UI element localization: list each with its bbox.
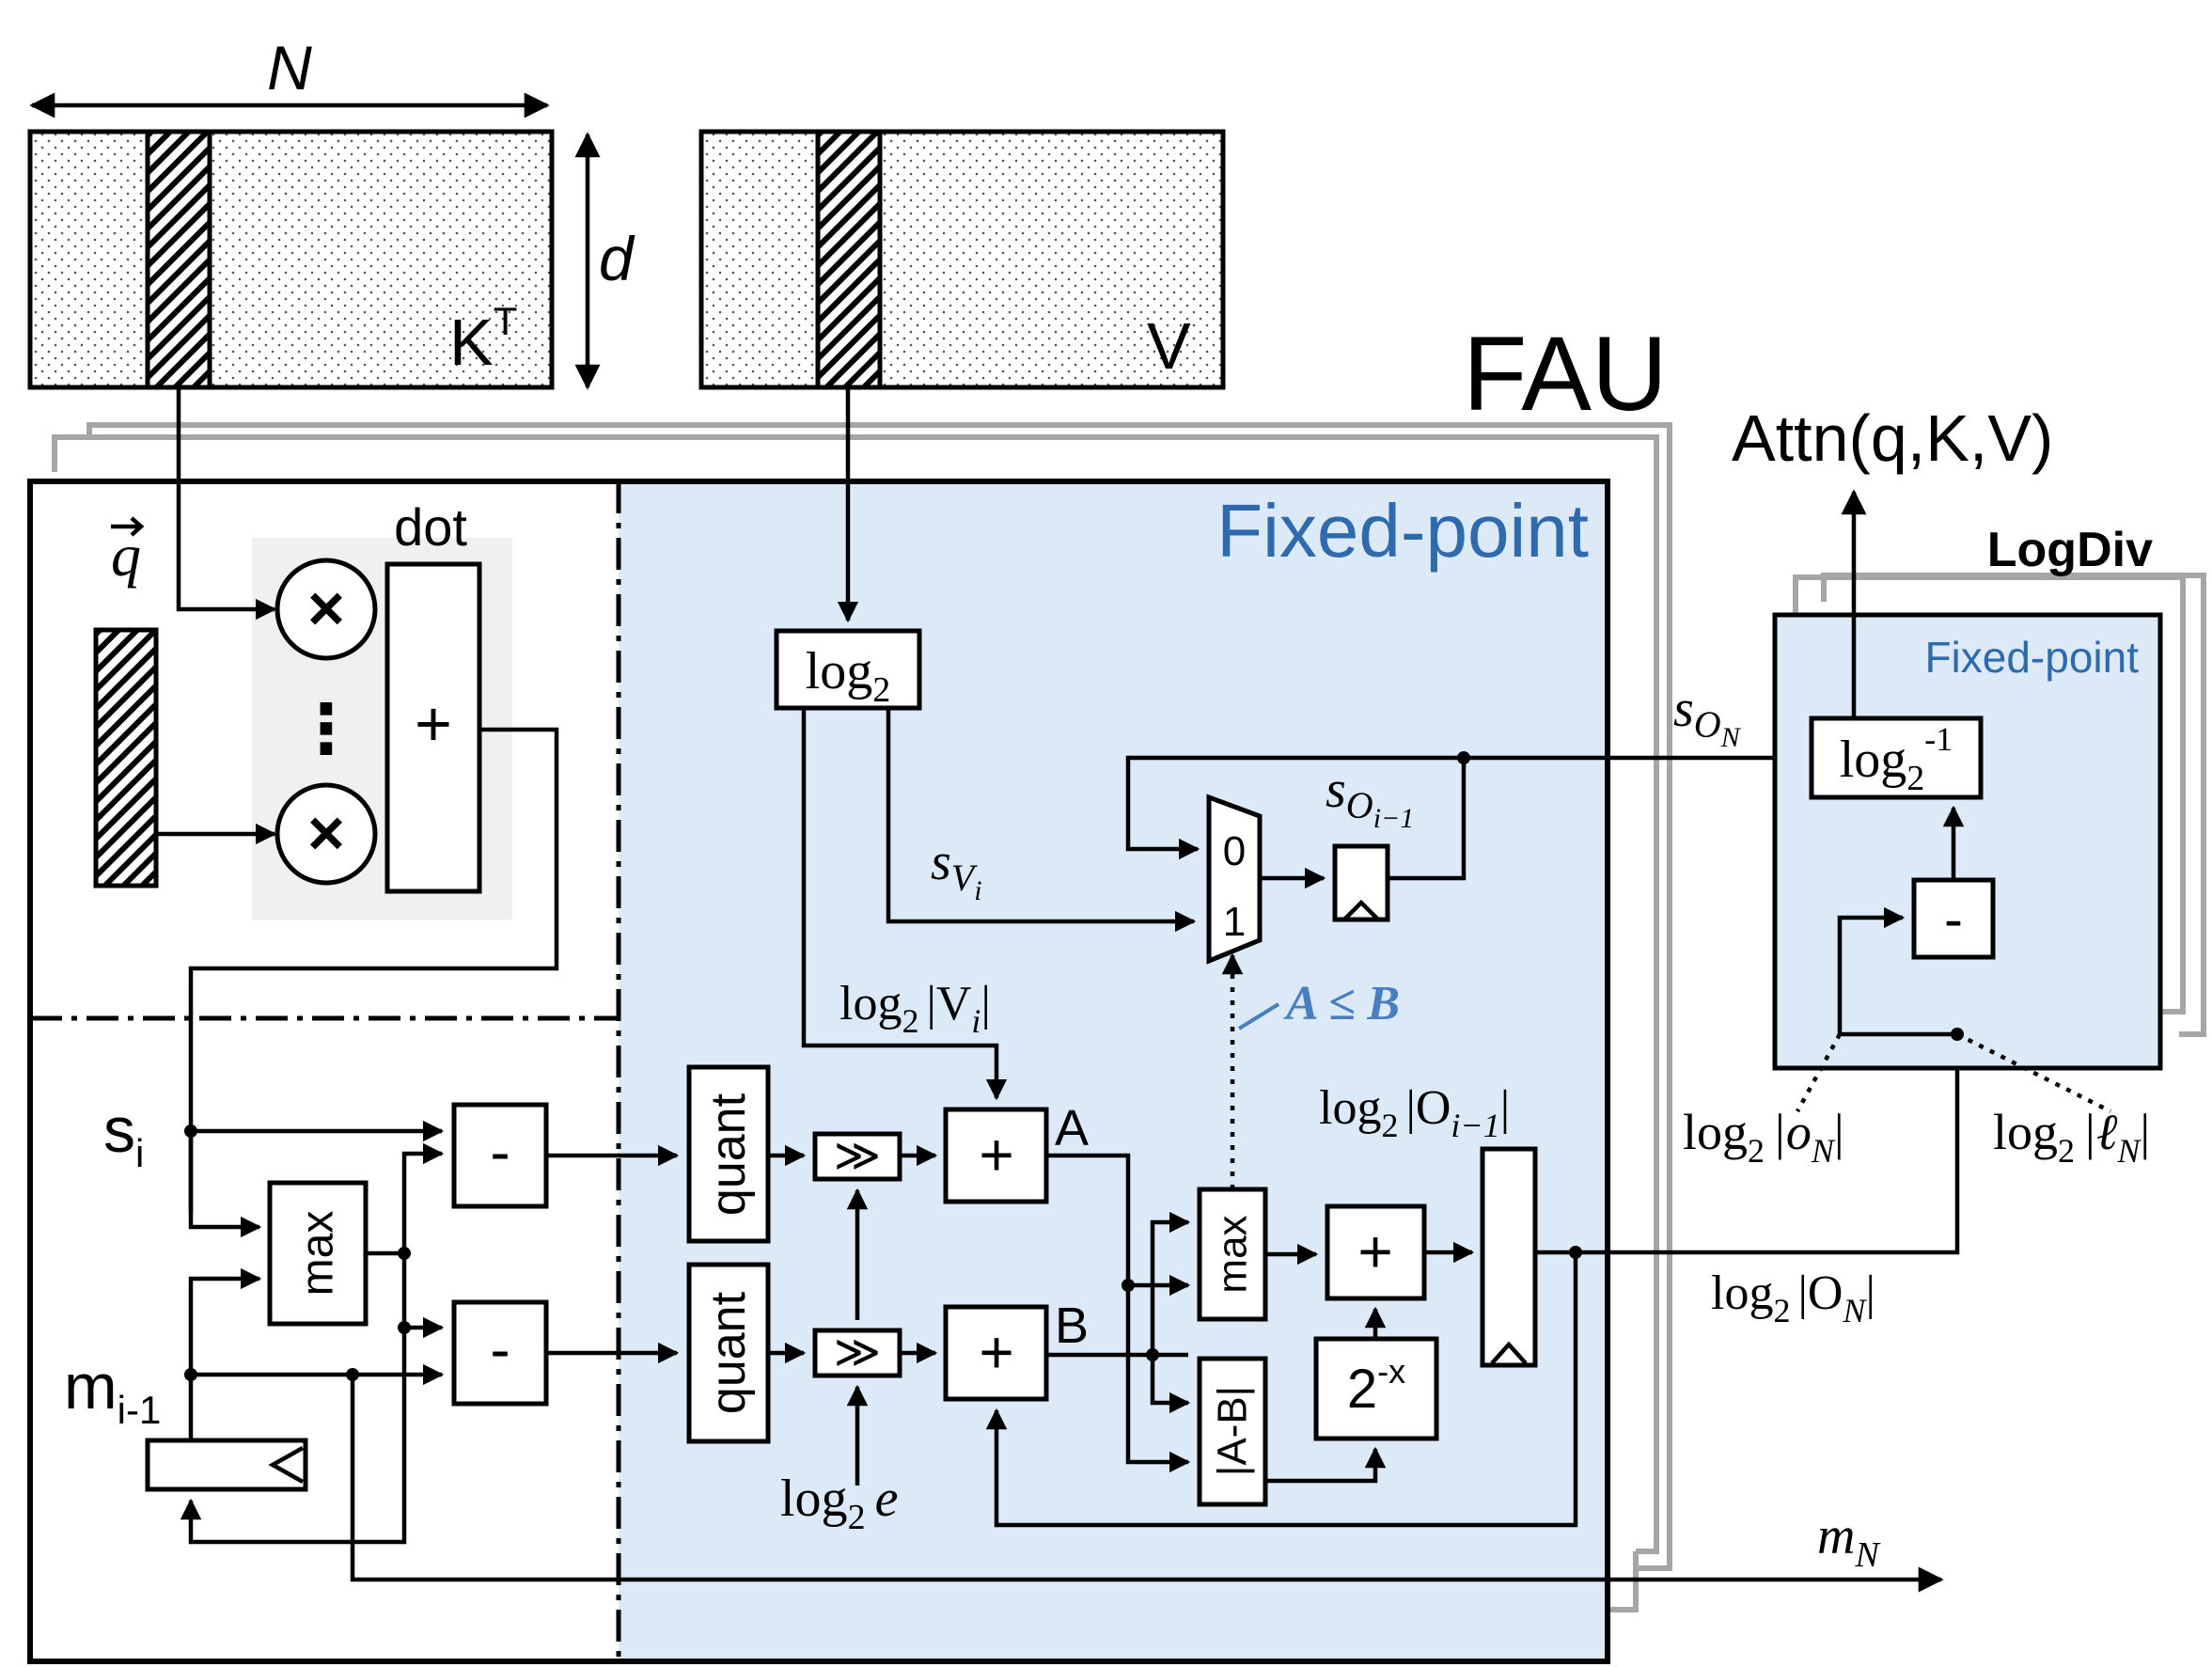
- svg-text:log2: log2: [806, 642, 891, 710]
- svg-text:|A-B|: |A-B|: [1210, 1386, 1256, 1476]
- a-label: A: [1055, 1100, 1089, 1156]
- s-i-label: si: [103, 1094, 144, 1175]
- svg-text:-: -: [490, 1118, 510, 1186]
- adder-stage: + A + B: [943, 1100, 1191, 1473]
- v-matrix: V: [698, 129, 1226, 390]
- b-label: B: [1055, 1297, 1089, 1354]
- absdiff-block: [1197, 1356, 1268, 1507]
- svg-text:+: +: [979, 1318, 1013, 1386]
- logdiv-input-l-label: log2|ℓN|: [1993, 1104, 2150, 1170]
- multiplier-bottom: [275, 782, 378, 886]
- logdiv-input-o-label: log2|oN|: [1683, 1104, 1844, 1170]
- log2-block: [774, 628, 922, 711]
- log2-o-prev-label: log2|Oi−1|: [1319, 1081, 1510, 1144]
- svg-text:+: +: [979, 1121, 1013, 1188]
- svg-text:2-x: 2-x: [1347, 1352, 1405, 1420]
- m-prev-label: mi-1: [64, 1351, 161, 1432]
- svg-text:-: -: [1944, 888, 1963, 951]
- dot-label: dot: [394, 497, 467, 557]
- logdiv-fixed-point-label: Fixed-point: [1924, 633, 2139, 682]
- v-label: V: [1147, 309, 1191, 383]
- svg-text:×: ×: [307, 797, 345, 869]
- s-o-prev-label: sOi−1: [1326, 761, 1414, 834]
- log-subtract-block: [1911, 877, 1996, 960]
- adder-a: [943, 1107, 1049, 1204]
- svg-text:≫: ≫: [834, 1328, 881, 1377]
- quant-top: [686, 1064, 771, 1244]
- subtract-top: [451, 1102, 549, 1209]
- log2-v-block: log2 log2|Vi| sVi: [774, 387, 1197, 1101]
- d-label: d: [599, 224, 635, 293]
- o-register: [1480, 1146, 1538, 1368]
- fau-title: FAU: [1463, 315, 1668, 432]
- subtract-bottom: [451, 1299, 549, 1407]
- s-vi-label: sVi: [931, 833, 982, 906]
- svg-text:1: 1: [1223, 899, 1246, 945]
- a-le-b-label: A ≤ B: [1283, 977, 1400, 1030]
- svg-text:×: ×: [307, 573, 345, 644]
- s-on-label: sON: [1673, 680, 1742, 753]
- svg-text:quant: quant: [701, 1291, 756, 1414]
- accumulator-stage: log2|Oi−1| log2|ON|: [985, 966, 1969, 1528]
- fau-stack-shadows: [52, 422, 1672, 1612]
- fixed-point-label: Fixed-point: [1216, 489, 1589, 573]
- max-block-front: [267, 1180, 369, 1327]
- d-dimension-arrow: d: [574, 132, 635, 390]
- s-o-register: [1332, 843, 1390, 922]
- multiplier-top: [275, 558, 378, 661]
- svg-text:log2-1: log2-1: [1840, 720, 1953, 798]
- kt-label: KT: [449, 299, 517, 379]
- kt-matrix: KT: [27, 129, 555, 390]
- log2-vi-label: log2|Vi|: [839, 977, 991, 1040]
- n-label: N: [267, 33, 312, 102]
- svg-text:+: +: [1357, 1218, 1392, 1285]
- max-subtract-stage: si mi-1 - - max mN: [64, 1094, 1944, 1593]
- scale-mux-stage: 0 1 sOi−1 sON: [1125, 680, 1803, 965]
- svg-text:max: max: [1210, 1215, 1256, 1293]
- svg-text:quant: quant: [701, 1093, 756, 1216]
- logdiv-title: LogDiv: [1987, 523, 2153, 577]
- logdiv-unit: LogDiv Fixed-point log2-1 - log2|oN| log…: [1683, 401, 2206, 1170]
- svg-text:+: +: [415, 688, 452, 760]
- inverse-log2-block: [1809, 716, 1984, 800]
- logdiv-box: [1772, 612, 2163, 1071]
- multiplier-ellipsis: ⋮: [292, 692, 360, 767]
- attn-output-label: Attn(q,K,V): [1732, 401, 2053, 475]
- svg-text:max: max: [293, 1211, 343, 1297]
- compare-stage: max |A-B| + 2-x A ≤ B: [1197, 952, 1439, 1507]
- running-max-register: [145, 1438, 308, 1492]
- n-dimension-arrow: N: [29, 33, 550, 118]
- dot-product-unit: dot q × ⋮ × +: [93, 387, 559, 1213]
- svg-text:≫: ≫: [834, 1131, 881, 1181]
- q-vector: [93, 627, 159, 889]
- kt-column-highlight: [145, 129, 212, 390]
- quant-bottom: [686, 1262, 771, 1444]
- svg-text:-: -: [490, 1315, 510, 1383]
- log2-on-label: log2|ON|: [1711, 1266, 1875, 1329]
- m-n-label: mN: [1817, 1507, 1881, 1575]
- v-column-highlight: [815, 129, 883, 390]
- shift-top: [812, 1131, 902, 1182]
- svg-text:0: 0: [1223, 828, 1246, 874]
- adder-o: [1325, 1203, 1427, 1301]
- scale-mux: [1206, 794, 1263, 965]
- adder-b: [943, 1304, 1049, 1402]
